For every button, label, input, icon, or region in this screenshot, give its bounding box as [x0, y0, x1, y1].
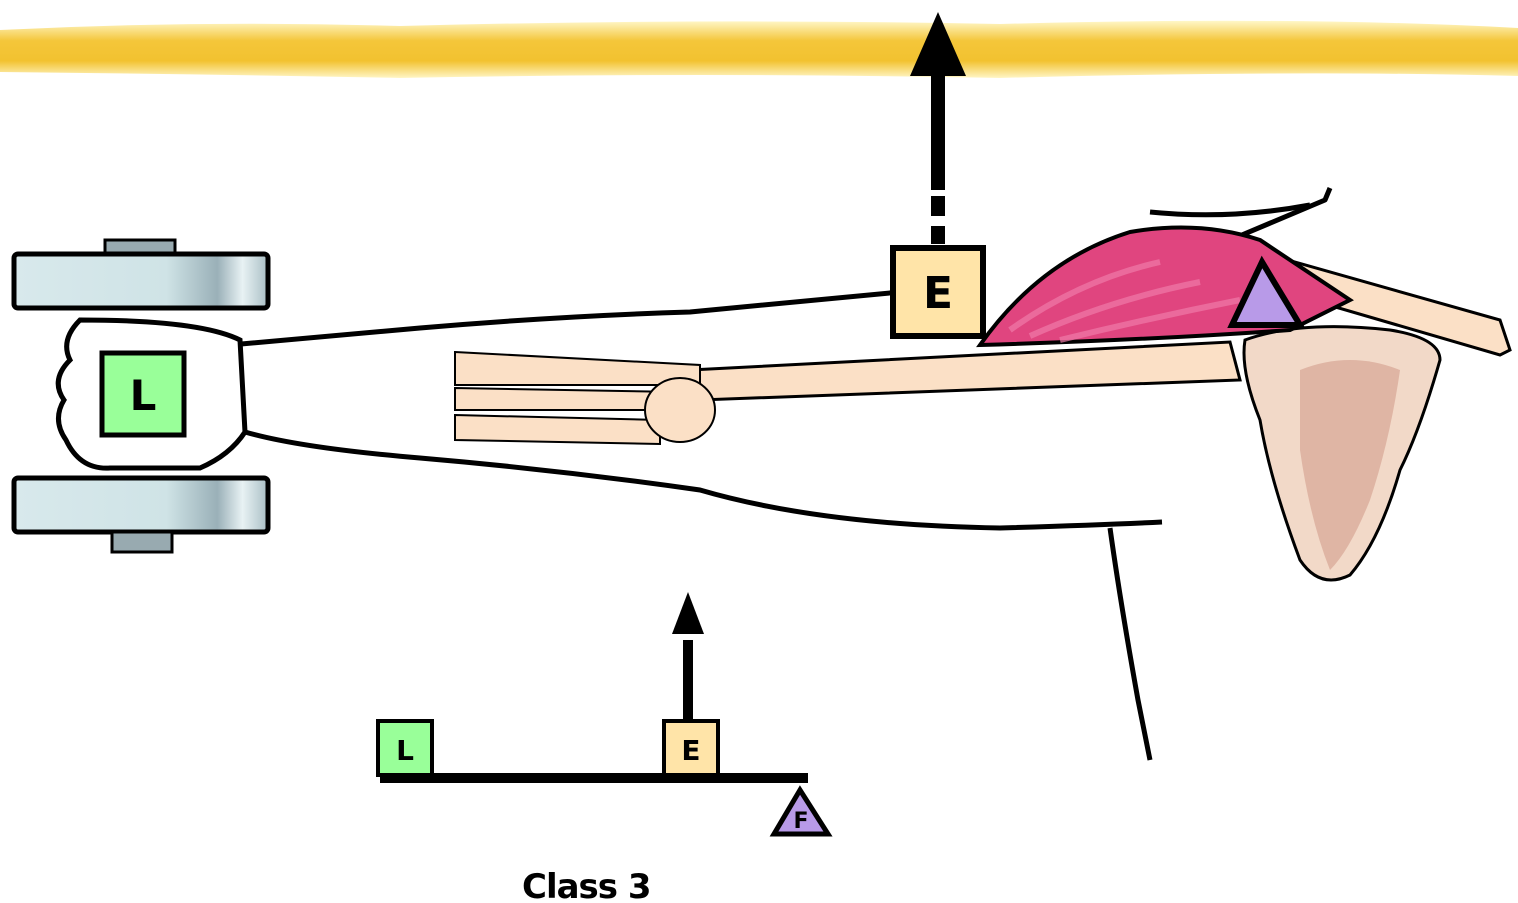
load-label-schematic: L	[396, 734, 414, 767]
effort-box-top: E	[893, 248, 983, 336]
effort-label-top: E	[923, 268, 953, 319]
load-box-schematic: L	[378, 721, 432, 775]
diagram-caption: Class 3	[522, 867, 651, 903]
scapula-bone	[1244, 327, 1440, 580]
load-label-top: L	[130, 371, 157, 420]
triangle-fulcrum-icon: F	[774, 790, 828, 834]
top-band	[0, 21, 1518, 78]
effort-box-schematic: E	[664, 721, 718, 775]
effort-label-schematic: E	[681, 734, 700, 767]
fulcrum-label-schematic: F	[793, 809, 808, 834]
load-box-top: L	[102, 353, 184, 435]
schematic-lever	[380, 592, 808, 778]
